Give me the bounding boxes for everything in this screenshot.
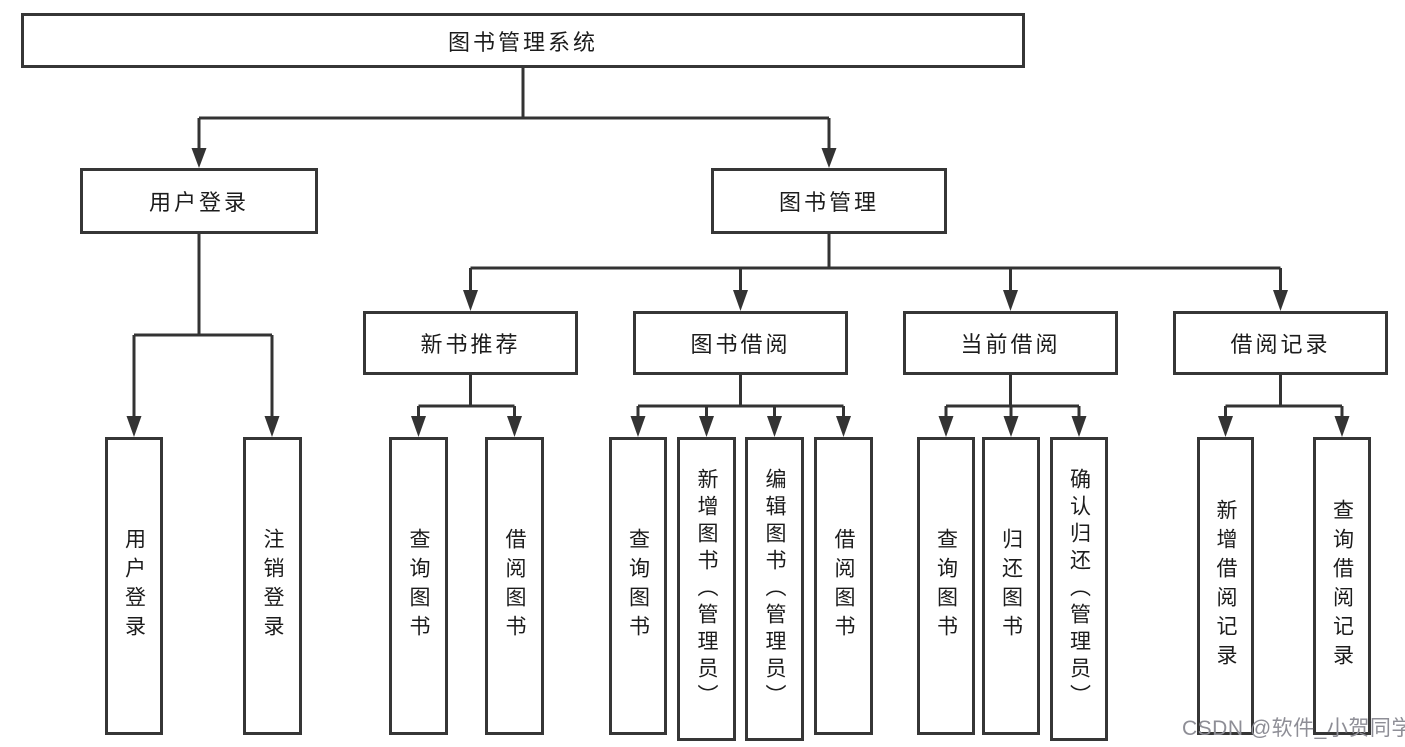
leaf-query-books-recommend: 查询图书 [389, 437, 448, 735]
leaf-return-books: 归还图书 [982, 437, 1040, 735]
leaf-borrow-books-recommend: 借阅图书 [485, 437, 544, 735]
leaf-add-borrow-record: 新增借阅记录 [1197, 437, 1254, 735]
leaf-edit-books-admin: 编辑图书（管理员） [745, 437, 804, 741]
leaf-user-login: 用户登录 [105, 437, 163, 735]
leaf-query-books-borrow: 查询图书 [609, 437, 667, 735]
leaf-add-books-admin: 新增图书（管理员） [677, 437, 736, 741]
leaf-query-borrow-record: 查询借阅记录 [1313, 437, 1371, 735]
node-library-management-system: 图书管理系统 [21, 13, 1025, 68]
node-new-book-recommend: 新书推荐 [363, 311, 578, 375]
node-current-borrow: 当前借阅 [903, 311, 1118, 375]
node-user-login: 用户登录 [80, 168, 318, 234]
leaf-confirm-return-admin: 确认归还（管理员） [1050, 437, 1108, 741]
leaf-logout: 注销登录 [243, 437, 302, 735]
node-borrow-records: 借阅记录 [1173, 311, 1388, 375]
csdn-watermark: CSDN @软件_小贺同学 [1182, 717, 1405, 740]
leaf-query-books-current: 查询图书 [917, 437, 975, 735]
leaf-borrow-books: 借阅图书 [814, 437, 873, 735]
node-book-management: 图书管理 [711, 168, 947, 234]
node-book-borrow: 图书借阅 [633, 311, 848, 375]
